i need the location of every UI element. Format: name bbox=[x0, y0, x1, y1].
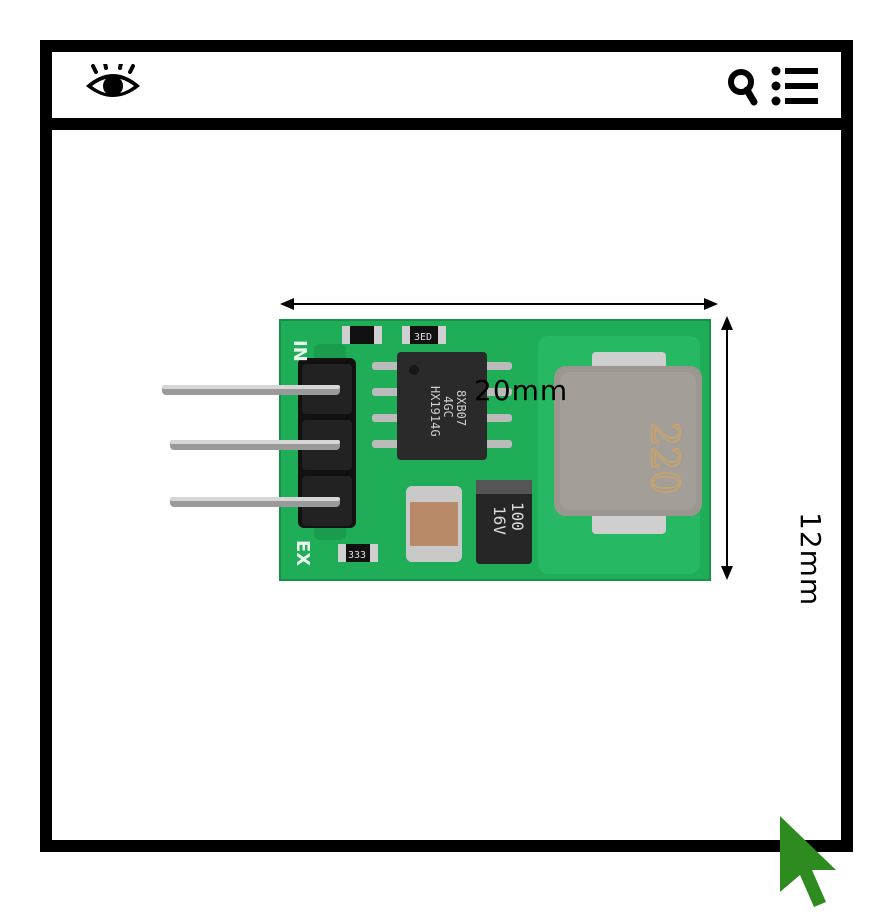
svg-text:HX1914G: HX1914G bbox=[428, 386, 442, 437]
header-pins bbox=[162, 358, 356, 528]
tantalum-capacitor: 100 16V bbox=[476, 480, 532, 564]
ceramic-capacitor bbox=[406, 486, 462, 562]
eye-icon[interactable] bbox=[82, 64, 144, 106]
pin-label-ex: EX bbox=[292, 540, 313, 566]
ic-chip: 8XB07 4GC HX1914G bbox=[372, 352, 512, 460]
resistor-top bbox=[342, 326, 382, 344]
height-label: 12mm bbox=[794, 512, 827, 607]
list-menu-icon[interactable] bbox=[771, 65, 819, 107]
svg-text:100: 100 bbox=[508, 502, 527, 531]
product-photo: IN EX 3ED 333 bbox=[162, 298, 733, 581]
height-dimension-arrow bbox=[721, 316, 733, 580]
browser-window: IN EX 3ED 333 bbox=[40, 40, 853, 852]
title-bar bbox=[52, 52, 841, 130]
resistor-led: 3ED bbox=[402, 326, 446, 344]
resistor-bottom: 333 bbox=[338, 544, 378, 562]
svg-text:3ED: 3ED bbox=[414, 332, 432, 343]
inductor: 220 bbox=[554, 352, 702, 534]
search-icon[interactable] bbox=[727, 68, 759, 106]
svg-text:16V: 16V bbox=[490, 506, 509, 535]
svg-text:4GC: 4GC bbox=[441, 396, 455, 418]
svg-text:220: 220 bbox=[643, 422, 687, 495]
cursor-arrow-icon bbox=[780, 816, 836, 907]
pin-label-in: IN bbox=[289, 340, 310, 362]
content-area: IN EX 3ED 333 bbox=[52, 130, 841, 840]
width-dimension-arrow bbox=[280, 298, 718, 310]
width-label: 20mm bbox=[474, 374, 569, 407]
svg-text:333: 333 bbox=[348, 550, 366, 561]
svg-text:8XB07: 8XB07 bbox=[454, 390, 468, 426]
